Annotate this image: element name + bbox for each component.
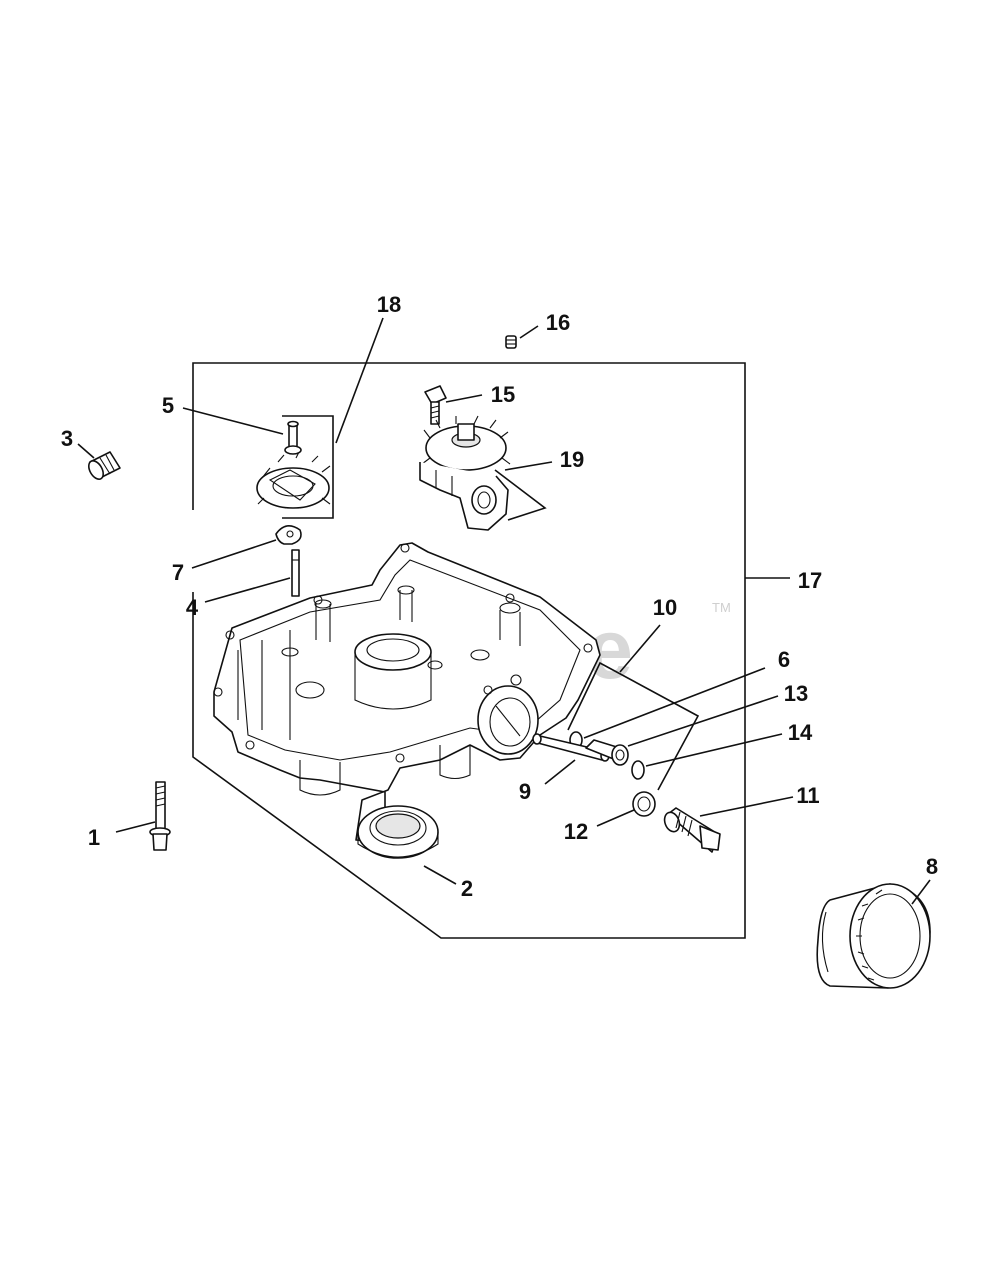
screw-icon — [424, 385, 447, 425]
plug-icon — [87, 451, 121, 480]
shaft-icon — [291, 549, 300, 597]
callout-8: 8 — [926, 854, 938, 879]
leader-1 — [115, 821, 156, 833]
pickup-bracket — [567, 661, 700, 791]
small-plug-icon — [505, 335, 517, 349]
leader-19 — [504, 461, 553, 471]
leader-14 — [645, 733, 783, 767]
callout-1: 1 — [88, 825, 100, 850]
governor-gear-icon — [256, 449, 331, 509]
watermark-tm: TM — [712, 600, 731, 615]
callout-13: 13 — [784, 681, 808, 706]
leader-16 — [519, 325, 539, 339]
fitting-icon — [585, 739, 629, 766]
callout-3: 3 — [61, 426, 73, 451]
callout-10: 10 — [653, 595, 677, 620]
callout-6: 6 — [778, 647, 790, 672]
callout-14: 14 — [788, 720, 813, 745]
callout-2: 2 — [461, 876, 473, 901]
callout-17: 17 — [798, 568, 822, 593]
callout-labels: 1 2 3 4 5 6 7 8 9 10 11 12 13 14 15 16 1… — [61, 292, 938, 901]
crankcase-cover-icon — [213, 542, 601, 843]
leader-11 — [699, 796, 794, 817]
retainer-clip-icon — [275, 525, 302, 545]
o-ring-small-icon — [631, 760, 645, 780]
leader-5 — [182, 407, 284, 435]
washer-icon — [632, 791, 656, 817]
callout-12: 12 — [564, 819, 588, 844]
callout-18: 18 — [377, 292, 401, 317]
leader-10 — [619, 624, 661, 673]
callout-9: 9 — [519, 779, 531, 804]
threaded-fitting-icon — [663, 807, 721, 853]
callout-11: 11 — [796, 783, 819, 808]
oil-pump-icon — [419, 415, 511, 531]
leader-3 — [77, 443, 95, 459]
leader-2 — [423, 865, 457, 885]
leader-4 — [204, 577, 291, 603]
oil-filter-icon — [816, 883, 931, 989]
leader-15 — [445, 394, 483, 403]
oil-seal-icon — [357, 805, 439, 859]
governor-pin-icon — [284, 420, 302, 455]
callout-5: 5 — [162, 393, 174, 418]
leader-13 — [627, 695, 779, 747]
assembly-outline — [192, 362, 746, 939]
governor-box — [282, 415, 334, 519]
callout-4: 4 — [186, 595, 199, 620]
leader-8 — [911, 879, 931, 905]
leader-6 — [583, 667, 766, 739]
leader-18 — [335, 317, 384, 444]
callout-7: 7 — [172, 560, 184, 585]
callout-19: 19 — [560, 447, 584, 472]
callout-15: 15 — [491, 382, 515, 407]
leader-12 — [596, 809, 635, 827]
callout-16: 16 — [546, 310, 570, 335]
leader-7 — [191, 539, 277, 569]
oil-pump-box — [494, 469, 547, 521]
flange-screw-icon — [149, 781, 171, 851]
leader-9 — [544, 759, 576, 785]
